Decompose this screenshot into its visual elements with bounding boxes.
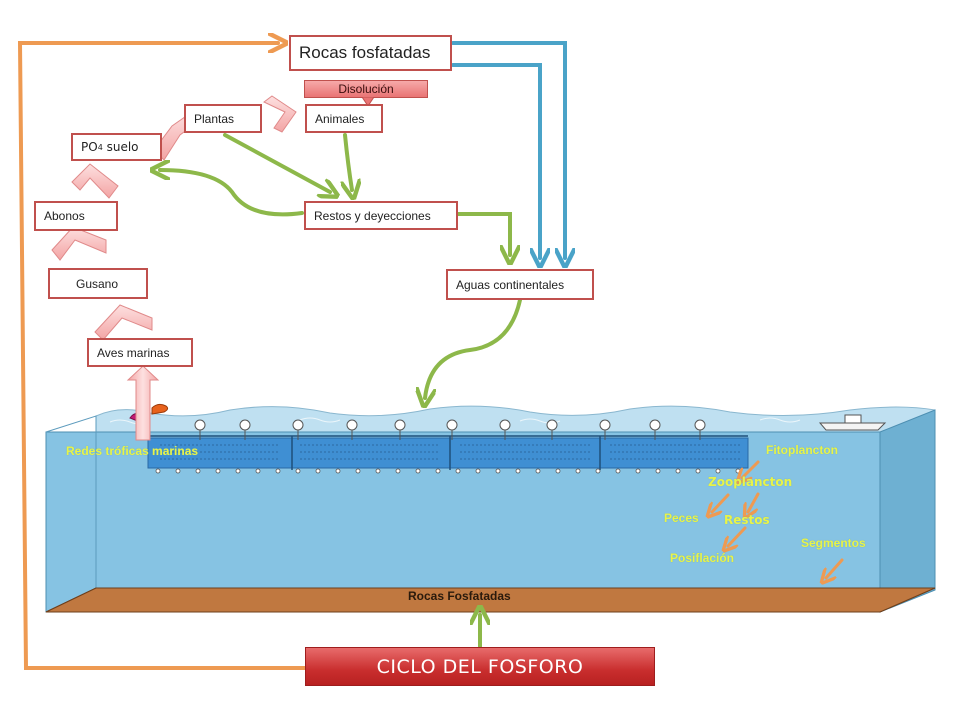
orange-return-arrow [17, 43, 308, 670]
orange-ocean-arrows [712, 460, 844, 578]
label-rocas-fosfatadas-bottom: Rocas Fosfatadas [408, 589, 511, 603]
po4-suelo-text: suelo [102, 140, 139, 154]
node-disolucion: Disolución [304, 80, 428, 98]
node-aves-marinas: Aves marinas [87, 338, 193, 367]
node-rocas-fosfatadas: Rocas fosfatadas [289, 35, 452, 71]
label-peces: Peces [664, 511, 699, 525]
node-animales: Animales [305, 104, 383, 133]
po4-subscript: 4 [97, 142, 103, 152]
diagram-title: CICLO DEL FOSFORO [305, 647, 655, 686]
label-restos: Restos [724, 513, 770, 527]
label-redes-troficas: Redes tróficas marinas [66, 444, 199, 458]
node-abonos: Abonos [34, 201, 118, 231]
disolucion-label: Disolución [338, 82, 394, 96]
green-arrows [160, 133, 522, 650]
node-restos-deyecciones: Restos y deyecciones [304, 201, 458, 230]
node-aguas-continentales: Aguas continentales [446, 269, 594, 300]
label-fitoplancton: Fitoplancton [766, 443, 838, 457]
fish-farm-cages [147, 419, 749, 474]
disolucion-pointer [362, 97, 374, 107]
node-plantas: Plantas [184, 104, 262, 133]
label-zooplancton: Zooplancton [708, 475, 793, 489]
blue-arrows [451, 41, 565, 258]
po4-text: PO [81, 140, 98, 154]
up-arrow [126, 365, 160, 441]
label-posiflacion: Posiflación [670, 551, 735, 565]
boat-icon [818, 414, 887, 431]
label-segmentos: Segmentos [801, 536, 866, 550]
node-gusano: Gusano [48, 268, 148, 299]
ocean-block [45, 405, 936, 613]
